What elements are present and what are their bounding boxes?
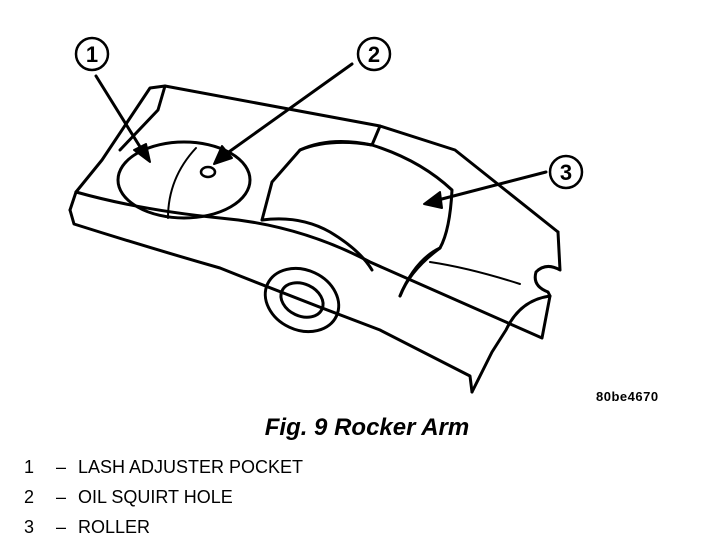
legend-item-text: OIL SQUIRT HOLE (78, 487, 233, 507)
legend-item-dash: – (55, 457, 66, 477)
legend-item-text: LASH ADJUSTER POCKET (78, 457, 304, 477)
rocker-arm-diagram: 1 2 3 (68, 36, 584, 394)
legend-item-text: ROLLER (78, 517, 151, 537)
legend-item: 2–OIL SQUIRT HOLE (24, 482, 303, 512)
legend-item-number: 2 (24, 487, 35, 507)
legend-item-number: 1 (24, 457, 35, 477)
callout-1-number: 1 (86, 42, 98, 67)
callout-3: 3 (423, 154, 584, 209)
legend-item-number: 3 (24, 517, 35, 537)
lash-adjuster-pocket (116, 140, 252, 220)
figure-caption: Fig. 9 Rocker Arm (264, 414, 470, 441)
legend-item-dash: – (55, 487, 66, 507)
legend-item: 1–LASH ADJUSTER POCKET (24, 452, 303, 482)
callout-2: 2 (213, 36, 392, 165)
callout-3-number: 3 (560, 160, 572, 185)
legend-item: 3–ROLLER (24, 512, 303, 542)
oil-squirt-hole (199, 165, 217, 179)
callout-2-number: 2 (368, 42, 380, 67)
roller (260, 140, 521, 298)
figure-code: 80be4670 (596, 389, 659, 404)
legend-item-dash: – (55, 517, 66, 537)
callout-1: 1 (74, 36, 151, 163)
rocker-arm-body (68, 84, 562, 394)
legend: 1–LASH ADJUSTER POCKET 2–OIL SQUIRT HOLE… (24, 452, 303, 542)
